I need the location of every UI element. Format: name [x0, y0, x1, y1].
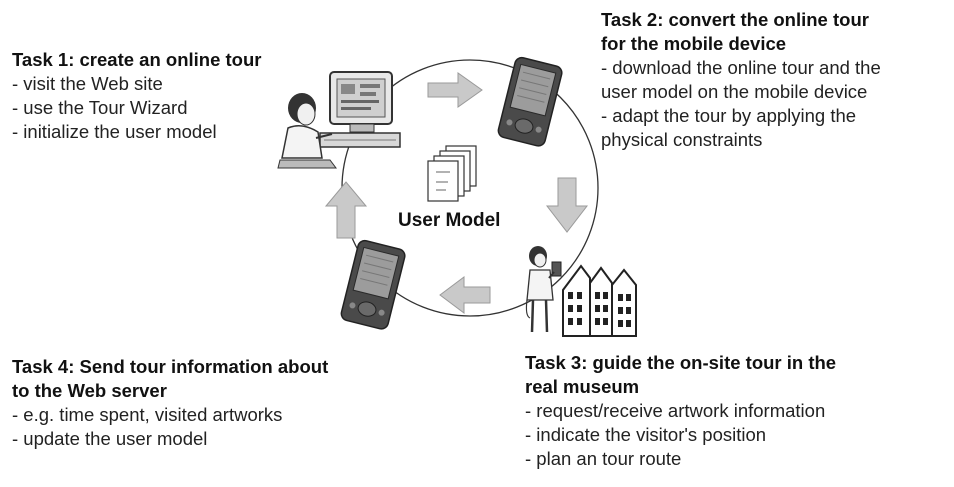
task-3-title-line: real museum [525, 376, 640, 397]
museum-buildings-icon [562, 264, 637, 337]
task-1-bullet: - initialize the user model [12, 121, 217, 142]
pda-device-icon-bottom [340, 239, 406, 330]
task-2-bullet: - download the online tour and the [601, 57, 881, 78]
task-1-title: Task 1: create an online tour [12, 49, 262, 70]
task-3-bullet: - indicate the visitor's position [525, 424, 767, 445]
task-2-block: Task 2: convert the online tour for the … [601, 8, 951, 152]
task-4-title-line: Task 4: Send tour information about [12, 356, 329, 377]
task-1-block: Task 1: create an online tour - visit th… [12, 48, 342, 144]
person-at-computer-illustration [277, 71, 401, 169]
task-3-bullet: - request/receive artwork information [525, 400, 826, 421]
task-3-title-line: Task 3: guide the on-site tour in the [525, 352, 837, 373]
task-4-bullet: - e.g. time spent, visited artworks [12, 404, 283, 425]
task-3-bullet: - plan an tour route [525, 448, 682, 469]
task-3-block: Task 3: guide the on-site tour in the re… [525, 351, 925, 471]
task-2-bullet: - adapt the tour by applying the [601, 105, 857, 126]
arrow-task1-to-task2 [427, 72, 483, 108]
task-1-bullet: - visit the Web site [12, 73, 163, 94]
task-2-bullet: physical constraints [601, 129, 763, 150]
arrow-task2-to-task3 [545, 177, 589, 233]
task-2-title-line: for the mobile device [601, 33, 787, 54]
task-4-title-line: to the Web server [12, 380, 167, 401]
task-4-bullet: - update the user model [12, 428, 208, 449]
task-1-bullet: - use the Tour Wizard [12, 97, 188, 118]
user-model-label: User Model [398, 210, 501, 231]
task-2-bullet: user model on the mobile device [601, 81, 868, 102]
pda-device-icon-top [497, 56, 563, 147]
arrow-task4-to-task1 [324, 181, 368, 239]
task-2-title-line: Task 2: convert the online tour [601, 9, 869, 30]
arrow-task3-to-task4 [439, 276, 491, 314]
task-4-block: Task 4: Send tour information about to t… [12, 355, 432, 451]
user-model-documents-icon [427, 145, 477, 202]
museum-visitor-illustration [525, 246, 562, 333]
